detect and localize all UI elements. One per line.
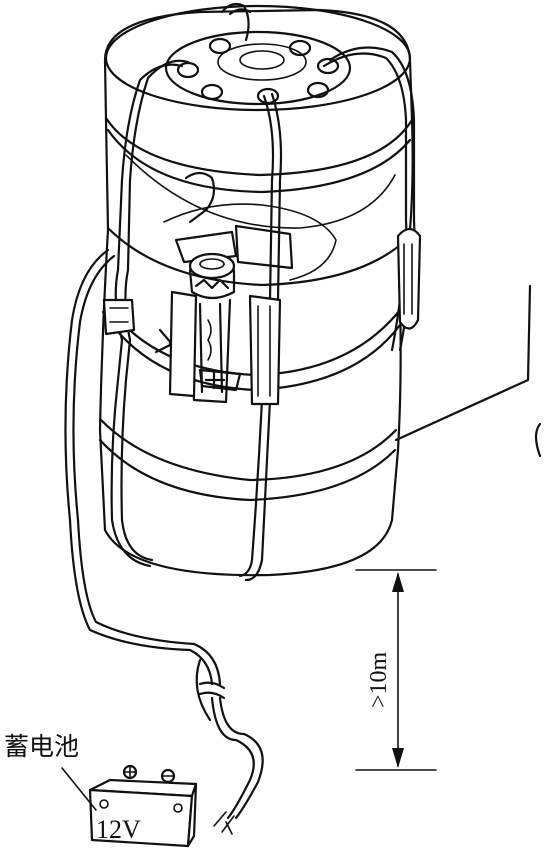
dimension-arrow-up <box>392 572 404 592</box>
wire-cage <box>102 2 422 582</box>
power-cable <box>64 248 264 835</box>
battery-label: 蓄电池 <box>4 732 79 761</box>
electrode-lead <box>394 284 542 458</box>
distance-dimension: >10m <box>355 569 437 771</box>
battery: 12V <box>88 764 198 848</box>
battery-voltage-label: 12V <box>96 815 141 844</box>
battery-callout: 蓄电池 <box>4 732 97 811</box>
distance-label: >10m <box>366 651 392 708</box>
container-body <box>98 4 414 577</box>
dimension-arrow-down <box>392 748 404 768</box>
